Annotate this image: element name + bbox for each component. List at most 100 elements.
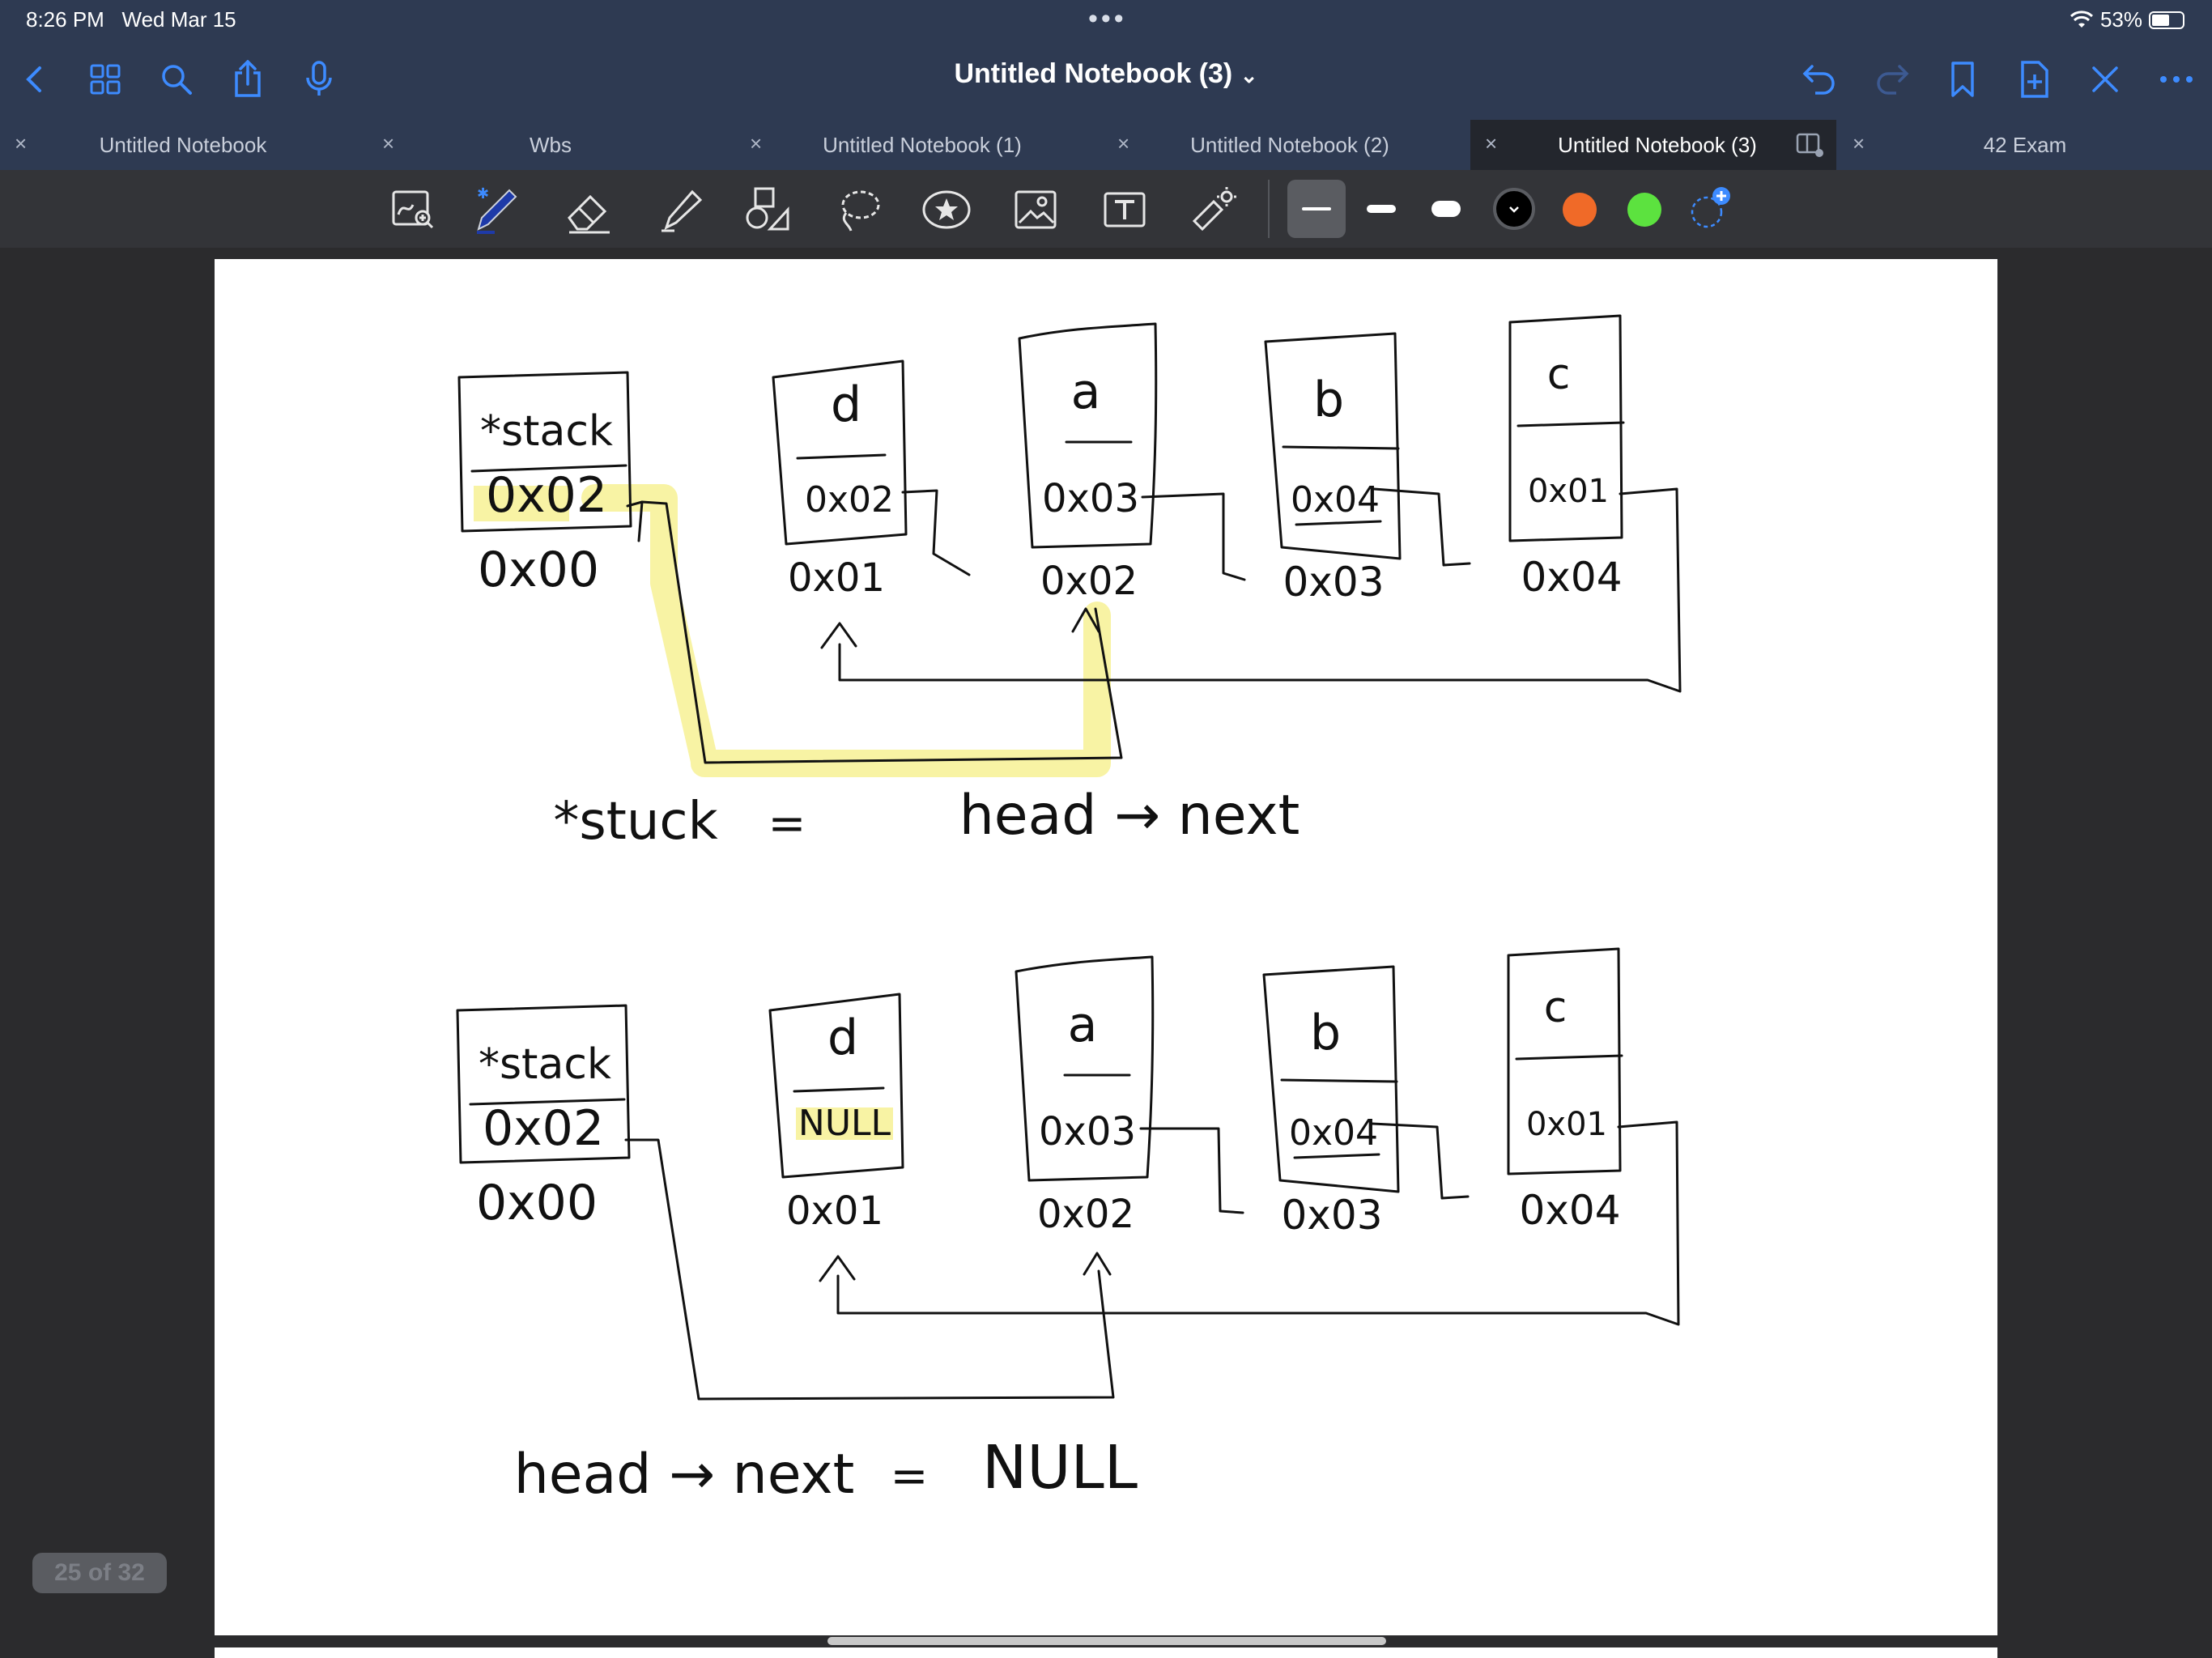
stack-label: *stack <box>480 407 613 456</box>
more-icon[interactable] <box>2152 55 2201 104</box>
add-page-icon[interactable] <box>2010 55 2058 104</box>
caption-equals: = <box>891 1450 929 1503</box>
next-page-edge <box>215 1647 1997 1658</box>
node-data: a <box>1071 363 1101 420</box>
stack-label: *stack <box>479 1040 611 1089</box>
svg-text:✱: ✱ <box>477 185 489 202</box>
title-chevron-icon[interactable]: ⌄ <box>1240 63 1258 87</box>
node-next: 0x04 <box>1291 479 1380 521</box>
share-icon[interactable] <box>223 55 272 104</box>
bookmark-icon[interactable] <box>1938 55 1987 104</box>
zoom-window-icon[interactable] <box>385 181 441 238</box>
node-next: NULL <box>798 1103 891 1144</box>
node-address: 0x01 <box>788 555 885 601</box>
microphone-icon[interactable] <box>295 55 343 104</box>
thick-stroke-button[interactable] <box>1431 201 1461 217</box>
node-data: d <box>827 1010 858 1066</box>
stack-box <box>457 371 632 533</box>
close-tab-icon[interactable]: × <box>1485 131 1498 155</box>
search-icon[interactable] <box>152 55 201 104</box>
medium-stroke-button[interactable] <box>1367 205 1396 213</box>
notebook-title[interactable]: Untitled Notebook (3) ⌄ <box>954 58 1258 89</box>
caption-rhs: NULL <box>982 1433 1138 1503</box>
highlight-stroke <box>796 1107 893 1140</box>
handwritten-notes: *stack 0x02 0x00 d 0x02 0x01 a 0x03 0x02… <box>456 314 1682 1507</box>
tab-bar: ×Untitled Notebook ×Wbs ×Untitled Notebo… <box>0 120 2212 170</box>
node-box <box>1264 332 1402 560</box>
green-color-swatch[interactable] <box>1627 193 1661 227</box>
page-indicator[interactable]: 25 of 32 <box>32 1553 167 1593</box>
close-pen-icon[interactable] <box>2081 55 2129 104</box>
grid-view-icon[interactable] <box>81 55 130 104</box>
notebook-page[interactable]: *stack 0x02 0x00 d 0x02 0x01 a 0x03 0x02… <box>215 259 1997 1635</box>
close-tab-icon[interactable]: × <box>15 131 28 155</box>
back-icon[interactable] <box>11 55 60 104</box>
node-box <box>768 993 904 1179</box>
image-icon[interactable] <box>1007 181 1064 238</box>
text-icon[interactable] <box>1096 181 1153 238</box>
node-next: 0x02 <box>805 479 894 521</box>
tab-untitled-notebook[interactable]: ×Untitled Notebook <box>15 131 267 157</box>
node-box <box>1018 322 1158 549</box>
lasso-icon[interactable] <box>831 181 887 238</box>
multitasking-dots[interactable]: ••• <box>1088 3 1127 34</box>
stack-value: 0x02 <box>483 1100 604 1157</box>
highlighter-icon[interactable] <box>653 181 709 238</box>
black-color-swatch[interactable] <box>1493 188 1535 230</box>
node-address: 0x02 <box>1037 1192 1134 1237</box>
highlight-stroke <box>474 486 569 521</box>
caption-lhs: head → next <box>514 1443 855 1507</box>
tab-wbs[interactable]: ×Wbs <box>382 131 572 157</box>
tab-untitled-notebook-3[interactable]: ×Untitled Notebook (3) <box>1470 120 1836 170</box>
split-view-icon[interactable] <box>1796 131 1825 159</box>
stack-address: 0x00 <box>478 542 599 598</box>
node-data: a <box>1068 997 1098 1053</box>
close-tab-icon[interactable]: × <box>382 131 395 155</box>
eraser-icon[interactable] <box>560 181 617 238</box>
drawing-toolbar: ✱ <box>0 170 2212 248</box>
wifi-icon <box>2069 10 2093 28</box>
stack-value: 0x02 <box>486 467 607 524</box>
node-next: 0x04 <box>1289 1112 1378 1154</box>
node-box <box>1507 947 1622 1175</box>
laser-pointer-icon[interactable] <box>1184 181 1240 238</box>
caption-lhs: *stuck <box>553 792 717 852</box>
close-tab-icon[interactable]: × <box>750 131 763 155</box>
add-color-icon[interactable] <box>1686 185 1734 233</box>
node-next: 0x03 <box>1042 476 1139 521</box>
sticker-icon[interactable] <box>918 181 975 238</box>
node-data: b <box>1313 372 1344 428</box>
stack-address: 0x00 <box>476 1175 598 1231</box>
stack-box <box>456 1004 631 1164</box>
node-address: 0x03 <box>1281 1192 1382 1239</box>
node-data: c <box>1547 351 1571 399</box>
node-next: 0x01 <box>1526 1106 1607 1143</box>
node-data: c <box>1544 984 1568 1032</box>
undo-icon[interactable] <box>1796 55 1844 104</box>
tab-untitled-notebook-1[interactable]: ×Untitled Notebook (1) <box>750 131 1022 157</box>
close-tab-icon[interactable]: × <box>1853 131 1865 155</box>
redo-icon[interactable] <box>1867 55 1916 104</box>
node-box <box>1262 965 1400 1193</box>
title-bar: Untitled Notebook (3) ⌄ <box>0 39 2212 120</box>
shapes-icon[interactable] <box>740 181 797 238</box>
status-right: 53% <box>2069 7 2184 32</box>
node-box <box>772 359 908 546</box>
orange-color-swatch[interactable] <box>1563 193 1597 227</box>
toolbar-divider <box>1268 180 1270 238</box>
battery-percent: 53% <box>2099 7 2142 32</box>
node-box <box>1508 314 1623 542</box>
thin-stroke-button[interactable] <box>1287 180 1346 238</box>
node-address: 0x04 <box>1521 554 1622 601</box>
close-tab-icon[interactable]: × <box>1117 131 1130 155</box>
caption-equals: = <box>768 797 806 850</box>
caption-rhs: head → next <box>959 784 1300 848</box>
status-date: Wed Mar 15 <box>121 7 236 32</box>
battery-icon <box>2149 11 2184 29</box>
horizontal-scrollbar[interactable] <box>827 1637 1386 1645</box>
pen-icon[interactable]: ✱ <box>468 181 525 238</box>
tab-42-exam[interactable]: ×42 Exam <box>1853 131 2067 157</box>
status-time: 8:26 PM Wed Mar 15 <box>26 7 236 32</box>
node-data: d <box>831 376 861 433</box>
tab-untitled-notebook-2[interactable]: ×Untitled Notebook (2) <box>1117 131 1389 157</box>
